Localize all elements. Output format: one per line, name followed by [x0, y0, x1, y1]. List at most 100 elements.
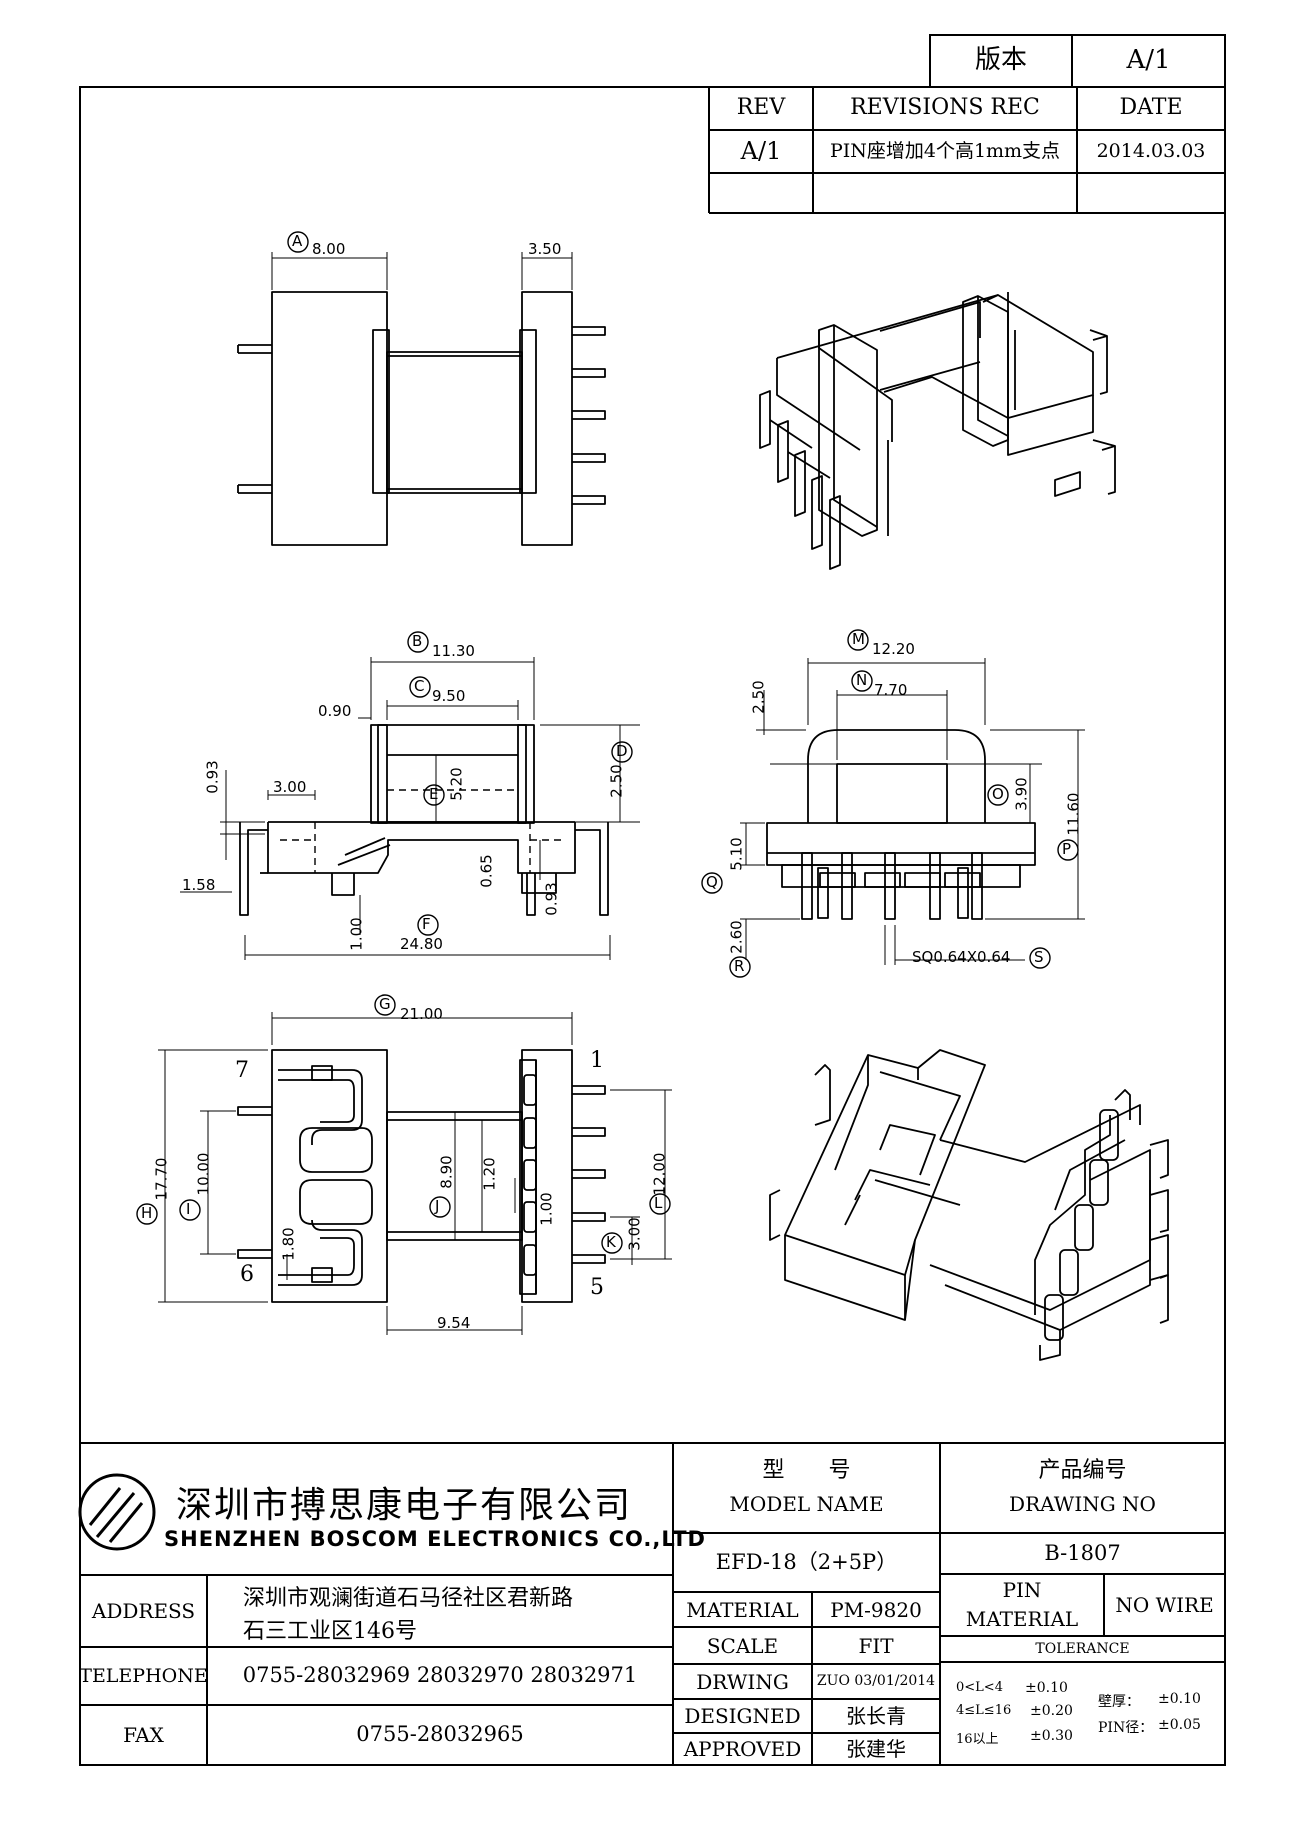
revision-record: PIN座增加4个高1mm支点 [829, 140, 1061, 163]
dim-l-tag: L [654, 1194, 663, 1212]
dim-q: 5.10 [727, 837, 746, 871]
model-label-cn: 型 号 [762, 1457, 851, 1483]
dim-250: 2.50 [749, 680, 768, 714]
approved-value: 张建华 [846, 1737, 906, 1761]
tol-row1-range: 0<L<4 [956, 1680, 1003, 1695]
pin-label-6: 6 [240, 1262, 254, 1287]
tol-row2-value: ±0.20 [1030, 1703, 1073, 1719]
drawing-label-cn: 产品编号 [1038, 1457, 1127, 1483]
dim-n: 7.70 [874, 681, 908, 699]
material-label: MATERIAL [686, 1597, 799, 1622]
dim-n-tag: N [856, 671, 868, 689]
pin-material-value: NO WIRE [1115, 1593, 1214, 1617]
dim-158: 1.58 [182, 876, 216, 894]
isometric-view-bottom [769, 1049, 1169, 1361]
telephone-label: TELEPHONE [79, 1664, 208, 1687]
dim-b: 11.30 [432, 642, 475, 660]
fax-label: FAX [123, 1723, 164, 1747]
address-label: ADDRESS [91, 1599, 196, 1623]
designed-label: DESIGNED [684, 1704, 801, 1728]
scale-value: FIT [858, 1633, 894, 1658]
dim-a-tag: A [292, 232, 303, 250]
dim-r: 2.60 [727, 920, 746, 954]
dim-i-tag: I [186, 1200, 191, 1218]
material-value: PM-9820 [830, 1597, 922, 1622]
tol-row2-range: 4≤L≤16 [956, 1703, 1012, 1718]
wall-value: ±0.10 [1158, 1691, 1201, 1707]
side-view [239, 724, 609, 916]
approved-label: APPROVED [683, 1737, 802, 1761]
rev-value: A/1 [740, 137, 782, 166]
dim-300: 3.00 [273, 778, 307, 796]
dim-g-tag: G [379, 995, 391, 1013]
dim-954: 9.54 [437, 1314, 471, 1332]
dim-k-tag: K [606, 1233, 616, 1251]
dim-090: 0.90 [318, 702, 352, 720]
dim-065: 0.65 [477, 854, 496, 888]
telephone-value: 0755-28032969 28032970 28032971 [242, 1663, 638, 1688]
dim-100b: 1.00 [537, 1192, 556, 1226]
dim-180: 1.80 [279, 1227, 298, 1261]
dim-o: 3.90 [1012, 777, 1031, 811]
dim-k: 3.00 [625, 1217, 644, 1251]
dim-j: 8.90 [437, 1155, 456, 1189]
pin-label-7: 7 [235, 1058, 249, 1083]
dim-r-tag: R [734, 957, 745, 975]
pin-dia-value: ±0.05 [1158, 1717, 1201, 1733]
model-value: EFD-18（2+5P） [715, 1549, 898, 1574]
dim-d-tag: D [616, 742, 628, 760]
designed-value: 张长青 [846, 1704, 906, 1728]
isometric-view-top [759, 292, 1116, 570]
model-label-en: MODEL NAME [729, 1492, 884, 1516]
dim-q-tag: Q [706, 873, 718, 891]
dim-f-tag: F [422, 915, 431, 933]
wall-label: 壁厚： [1098, 1694, 1140, 1710]
address-line2: 石三工业区146号 [243, 1619, 417, 1644]
dim-100: 1.00 [347, 917, 366, 951]
technical-drawing [136, 231, 1169, 1361]
dim-d: 2.50 [607, 764, 626, 798]
dim-m-tag: M [852, 630, 865, 648]
dim-120: 1.20 [480, 1157, 499, 1191]
rev-header: REV [736, 95, 786, 121]
dim-l: 12.00 [650, 1152, 669, 1196]
dim-top-right: 3.50 [528, 240, 562, 258]
dim-093-left: 0.93 [203, 760, 222, 794]
pin-label-5: 5 [590, 1275, 604, 1300]
tol-row1-value: ±0.10 [1025, 1680, 1068, 1696]
top-view [237, 291, 606, 546]
pin-label-1: 1 [590, 1048, 604, 1073]
bottom-view [237, 1049, 606, 1303]
revision-date: 2014.03.03 [1096, 140, 1206, 163]
dim-c-tag: C [414, 677, 425, 695]
pin-material-label-1: PIN [1002, 1578, 1042, 1602]
version-label: 版本 [974, 45, 1027, 76]
date-header: DATE [1119, 95, 1183, 121]
tol-row3-range: 16以上 [956, 1732, 999, 1747]
company-name-cn: 深圳市搏思康电子有限公司 [176, 1485, 633, 1526]
dim-093-right: 0.93 [542, 882, 561, 916]
drwing-label: DRWING [696, 1669, 789, 1694]
company-logo-icon [78, 1473, 156, 1551]
company-name-en: SHENZHEN BOSCOM ELECTRONICS CO.,LTD [164, 1527, 706, 1551]
drawing-label-en: DRAWING NO [1009, 1492, 1156, 1516]
dim-h-tag: H [141, 1204, 153, 1222]
dim-p-tag: P [1062, 840, 1072, 858]
dim-s: SQ0.64X0.64 [912, 948, 1011, 966]
pin-dia-label: PIN径： [1098, 1720, 1154, 1736]
pin-material-label-2: MATERIAL [965, 1607, 1079, 1631]
dim-g: 21.00 [400, 1005, 443, 1023]
dim-b-tag: B [412, 632, 423, 650]
dim-c: 9.50 [432, 687, 466, 705]
dim-m: 12.20 [872, 640, 915, 658]
address-line1: 深圳市观澜街道石马径社区君新路 [243, 1586, 574, 1611]
scale-label: SCALE [706, 1633, 779, 1658]
dim-f: 24.80 [400, 935, 443, 953]
tolerance-label: TOLERANCE [1035, 1640, 1130, 1657]
dim-j-tag: J [435, 1197, 440, 1215]
fax-value: 0755-28032965 [356, 1722, 524, 1747]
dim-a: 8.00 [312, 240, 346, 258]
revisions-header: REVISIONS REC [850, 95, 1040, 121]
version-value: A/1 [1126, 45, 1171, 76]
